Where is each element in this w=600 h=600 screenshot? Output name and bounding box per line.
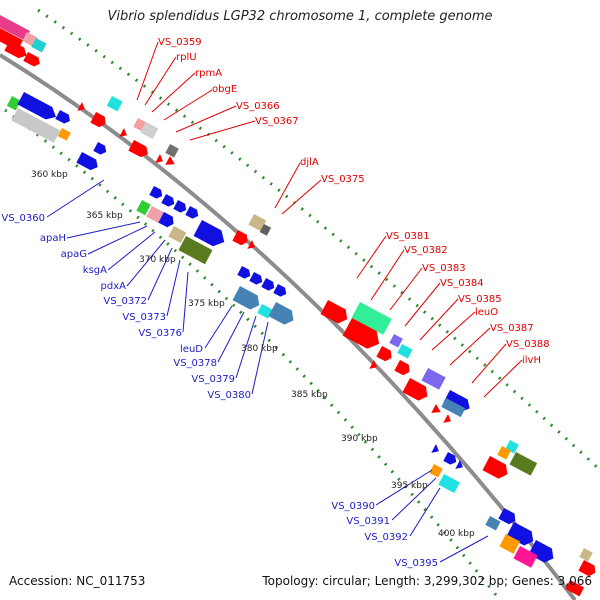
gene-label: VS_0375 — [321, 174, 365, 185]
gene-label: VS_0379 — [191, 374, 235, 385]
gene-label: VS_0385 — [458, 294, 502, 305]
gene-label: VS_0367 — [255, 116, 299, 127]
gene-label: VS_0360 — [1, 213, 45, 224]
kbp-tick: 360 kbp — [31, 170, 68, 180]
leader-lines-blue — [46, 179, 489, 563]
gene-label: VS_0372 — [103, 296, 147, 307]
kbp-ticks: 360 kbp 365 kbp 370 kbp 375 kbp 380 kbp … — [31, 170, 475, 539]
chromosome-backbone — [0, 53, 577, 600]
gene-label: rplU — [176, 52, 197, 63]
gene-label: djlA — [300, 157, 319, 168]
gene-label: leuD — [180, 344, 203, 355]
leader-lines-red — [136, 41, 523, 398]
kbp-tick: 400 kbp — [438, 529, 475, 539]
gene-label: VS_0395 — [394, 558, 438, 569]
gene-label: VS_0382 — [404, 245, 448, 256]
gene-label: VS_0376 — [138, 328, 182, 339]
gene-label: VS_0384 — [440, 278, 484, 289]
gene-label: leuO — [475, 307, 498, 318]
gene-label: VS_0390 — [331, 501, 375, 512]
gene-label: apaH — [40, 233, 66, 244]
gene-label: VS_0387 — [490, 323, 534, 334]
gene-label: VS_0380 — [207, 390, 251, 401]
kbp-tick: 375 kbp — [188, 299, 225, 309]
topology-text: Topology: circular; Length: 3,299,302 bp… — [262, 574, 592, 588]
gene-label: VS_0378 — [173, 358, 217, 369]
map-title: Vibrio splendidus LGP32 chromosome 1, co… — [107, 9, 493, 24]
kbp-tick: 390 kbp — [341, 434, 378, 444]
gene-label: VS_0391 — [346, 516, 390, 527]
kbp-tick: 365 kbp — [86, 211, 123, 221]
gene-labels-blue[interactable]: VS_0360 apaH apaG ksgA pdxA VS_0372 VS_0… — [1, 213, 438, 569]
gene-label: pdxA — [101, 281, 127, 292]
gene-label: VS_0373 — [122, 312, 166, 323]
gene-label: rpmA — [195, 68, 222, 79]
gene-label: VS_0392 — [364, 532, 408, 543]
kbp-tick: 380 kbp — [241, 344, 278, 354]
gene-label: VS_0383 — [422, 263, 466, 274]
gene-label: VS_0381 — [386, 231, 430, 242]
gene-label: obgE — [212, 84, 237, 95]
gene-label: VS_0359 — [158, 37, 202, 48]
gene-label: VS_0366 — [236, 101, 280, 112]
kbp-tick: 395 kbp — [391, 481, 428, 491]
gene-label: apaG — [61, 249, 87, 260]
dotted-tracks — [4, 8, 600, 600]
gene-label: ilvH — [522, 355, 541, 366]
gene-label: ksgA — [83, 265, 107, 276]
kbp-tick: 385 kbp — [291, 390, 328, 400]
accession-text: Accession: NC_011753 — [9, 574, 146, 588]
gene-labels-red[interactable]: VS_0359 rplU rpmA obgE VS_0366 VS_0367 d… — [158, 37, 550, 366]
gene-features[interactable] — [0, 15, 598, 597]
kbp-tick: 370 kbp — [139, 255, 176, 265]
gene-label: VS_0388 — [506, 339, 550, 350]
